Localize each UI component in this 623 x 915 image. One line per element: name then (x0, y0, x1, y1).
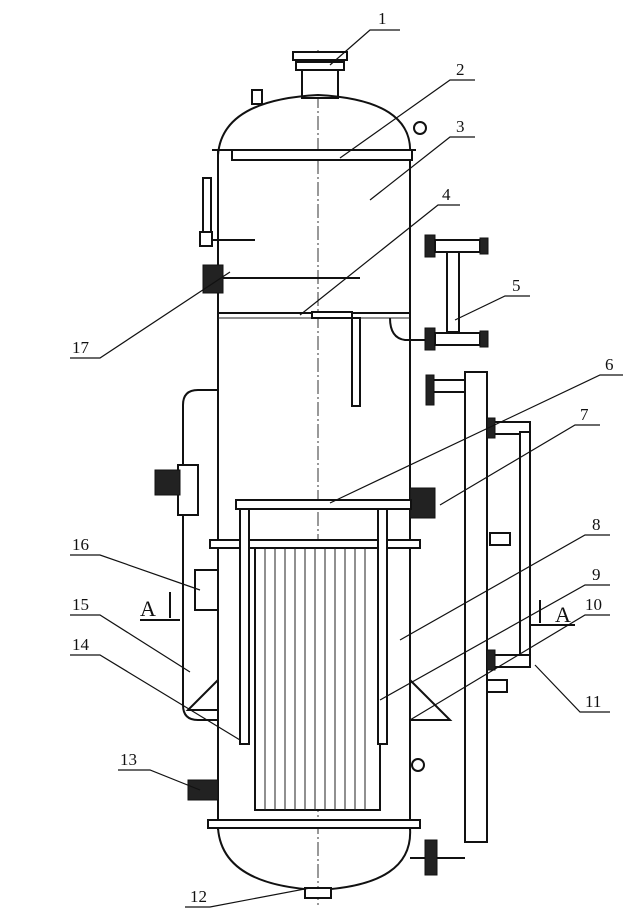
top-head (217, 93, 412, 156)
distributor (231, 149, 413, 161)
svg-text:A: A (140, 596, 156, 621)
label-14: 14 (72, 635, 90, 654)
label-11: 11 (585, 692, 601, 711)
label-6: 6 (605, 355, 614, 374)
label-2: 2 (456, 60, 465, 79)
bottom-head (217, 827, 412, 892)
svg-text:A: A (555, 602, 571, 627)
outer-pipe (464, 371, 488, 843)
label-8: 8 (592, 515, 601, 534)
label-1: 1 (378, 9, 387, 28)
section-marker-left: A (140, 592, 180, 621)
section-marker-right: A (530, 600, 575, 627)
level-gauge (424, 234, 489, 351)
tube-bundle (254, 547, 381, 811)
label-9: 9 (592, 565, 601, 584)
label-3: 3 (456, 117, 465, 136)
label-17: 17 (72, 338, 90, 357)
label-4: 4 (442, 185, 451, 204)
leader-lines (70, 29, 623, 908)
level-gauge-lower (486, 417, 531, 693)
label-10: 10 (585, 595, 602, 614)
label-12: 12 (190, 887, 207, 906)
support-plate (235, 499, 412, 510)
label-13: 13 (120, 750, 137, 769)
label-15: 15 (72, 595, 89, 614)
top-nozzle (292, 51, 348, 99)
label-7: 7 (580, 405, 589, 424)
label-16: 16 (72, 535, 89, 554)
label-5: 5 (512, 276, 521, 295)
side-pipe (182, 389, 218, 721)
